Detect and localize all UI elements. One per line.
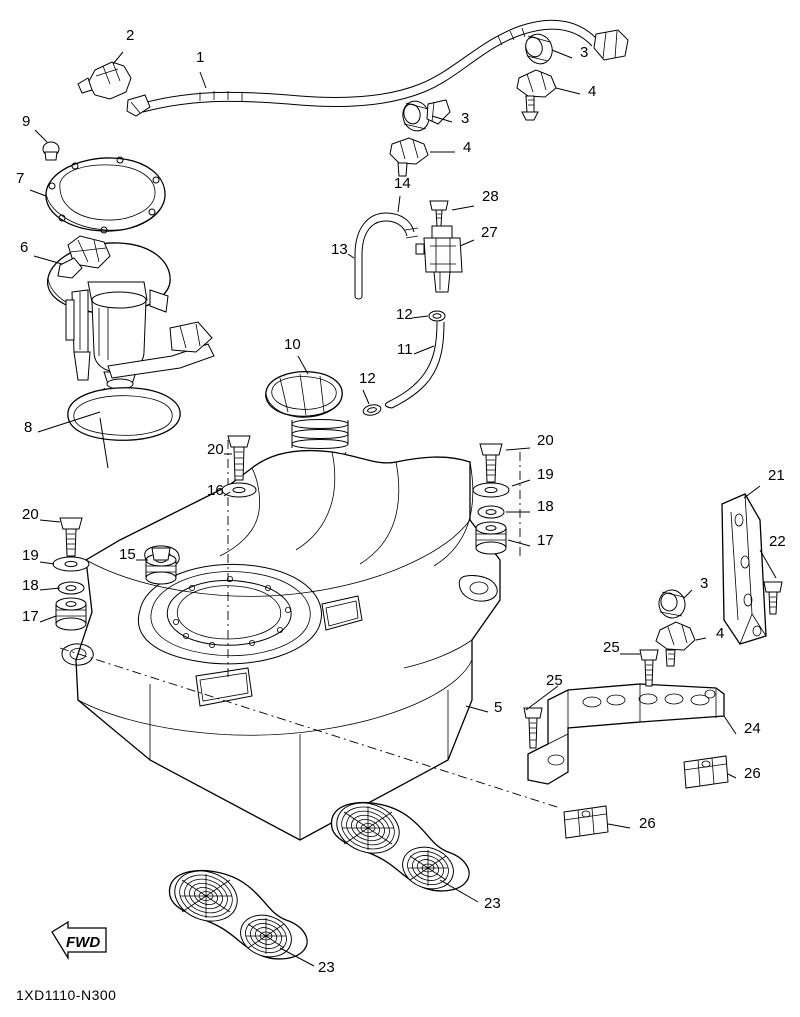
callout-8: 8 (24, 419, 32, 436)
filter-pad-23-lower (168, 869, 308, 960)
damper-15 (145, 547, 177, 585)
oring-12-lower (362, 404, 382, 416)
callout-6: 6 (20, 239, 28, 256)
callout-18: 18 (22, 577, 39, 594)
breather-valve-group (354, 200, 463, 416)
callout-22: 22 (769, 533, 786, 550)
fuel-pump-assembly-6 (47, 235, 215, 401)
filter-pad-23-upper (330, 801, 470, 892)
valve-bolt-28 (429, 200, 449, 227)
callout-26: 26 (639, 815, 656, 832)
hose-joint-3-lower (658, 589, 686, 619)
callout-5: 5 (494, 699, 502, 716)
hose-clip-4-lower (655, 621, 696, 667)
fuel-tank-5 (61, 449, 501, 841)
washer-19-right (472, 482, 510, 498)
fastener-group-center (145, 435, 257, 585)
damper-26-left (563, 805, 609, 839)
callout-3: 3 (461, 110, 469, 127)
callout-23: 23 (318, 959, 335, 976)
callout-4: 4 (588, 83, 596, 100)
callout-12: 12 (396, 306, 413, 323)
bracket-21 (721, 493, 767, 645)
bolt-25-left (523, 707, 543, 749)
callout-20: 20 (22, 506, 39, 523)
fastener-stack-left (52, 517, 90, 631)
callout-14: 14 (394, 175, 411, 192)
tank-pump-opening (138, 563, 322, 665)
damper-26-right (683, 755, 729, 789)
damper-17-right (475, 521, 507, 555)
fuel-tank-oring-8 (67, 387, 181, 441)
hose-joint-3-mid (402, 99, 451, 132)
hose-end-fitting-right (593, 29, 629, 61)
callout-7: 7 (16, 170, 24, 187)
callout-17: 17 (22, 608, 39, 625)
bolt-20-left (59, 517, 83, 557)
fwd-arrow (51, 920, 107, 961)
fuel-pump-nut-9 (42, 141, 60, 161)
hose-joint-3-right (525, 33, 553, 65)
washer-16 (221, 482, 257, 498)
fuel-pump-gasket-7 (45, 156, 166, 234)
callout-12: 12 (359, 370, 376, 387)
callout-17: 17 (537, 532, 554, 549)
fastener-stack-right (472, 443, 510, 555)
callout-18: 18 (537, 498, 554, 515)
callout-26: 26 (744, 765, 761, 782)
callout-13: 13 (331, 241, 348, 258)
callout-28: 28 (482, 188, 499, 205)
hose-clip-4-right (516, 69, 557, 121)
bolt-20-right (479, 443, 503, 483)
callout-11: 11 (397, 341, 413, 358)
fuel-hose-assembly (77, 19, 629, 177)
bolt-20-center (227, 435, 251, 481)
callout-20: 20 (207, 441, 224, 458)
callout-27: 27 (481, 224, 498, 241)
leader-lines (29, 49, 777, 967)
callout-19: 19 (537, 466, 554, 483)
callout-19: 19 (22, 547, 39, 564)
callout-16: 16 (207, 482, 224, 499)
callout-numbers: 1234349768142827131211101220162019181720… (16, 27, 786, 976)
callout-25: 25 (603, 639, 620, 656)
callout-21: 21 (768, 467, 785, 484)
mount-bracket-24 (527, 683, 725, 785)
callout-3: 3 (580, 44, 588, 61)
damper-17-left (55, 597, 87, 631)
fwd-label: FWD (66, 934, 100, 951)
callout-2: 2 (126, 27, 134, 44)
callout-20: 20 (537, 432, 554, 449)
callout-3: 3 (700, 575, 708, 592)
callout-24: 24 (744, 720, 761, 737)
callout-25: 25 (546, 672, 563, 689)
oring-12-upper (428, 310, 446, 322)
breather-valve-27 (415, 225, 463, 293)
callout-10: 10 (284, 336, 301, 353)
callout-1: 1 (196, 49, 204, 66)
bolt-25-right (639, 649, 659, 687)
callout-4: 4 (716, 625, 724, 642)
washer-18-right (477, 505, 505, 519)
hose-clamp-2 (77, 61, 151, 117)
washer-19-left (52, 556, 90, 572)
fuel-pump-group (42, 141, 215, 441)
fuel-tank-cap-10 (265, 371, 349, 460)
part-code-label: 1XD1110-N300 (16, 987, 116, 1003)
callout-9: 9 (22, 113, 30, 130)
center-lines (59, 440, 561, 809)
callout-15: 15 (119, 546, 136, 563)
callout-23: 23 (484, 895, 501, 912)
washer-18-left (57, 581, 85, 595)
hose-clip-4-mid (389, 137, 429, 177)
bolt-22 (763, 581, 783, 615)
callout-4: 4 (463, 139, 471, 156)
